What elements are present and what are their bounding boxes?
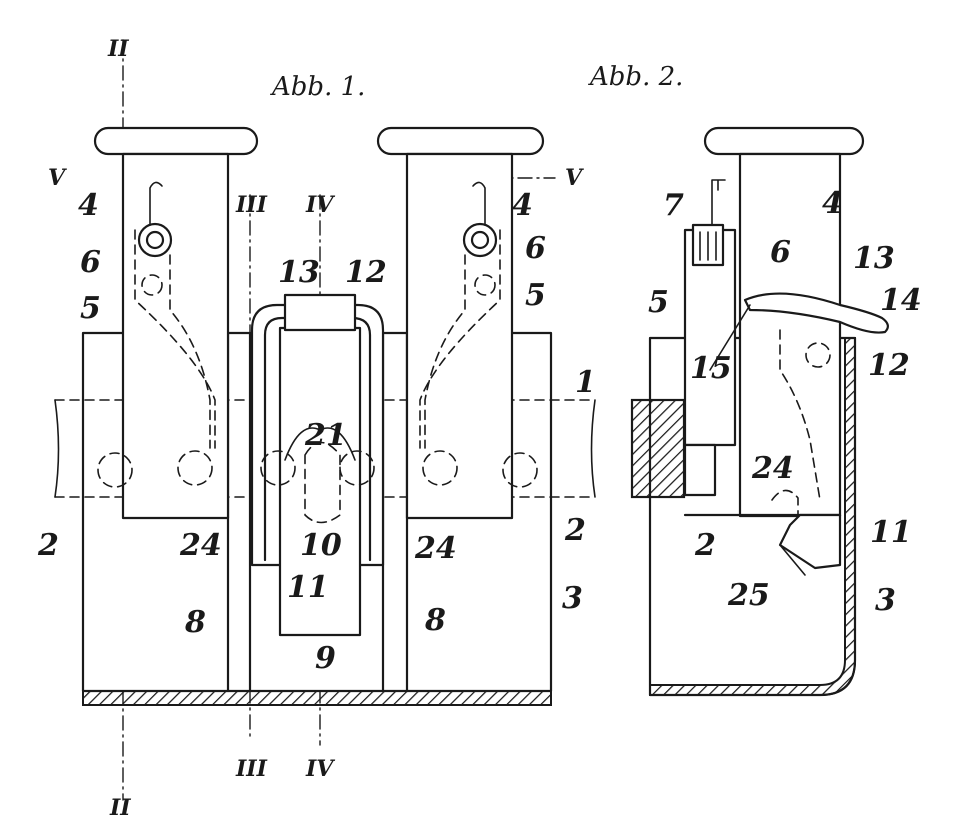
label-3-fig2: 3: [875, 583, 896, 618]
left-pivot-inner: [145, 230, 165, 250]
label-11-fig2: 11: [870, 515, 912, 550]
figure-2: Abb. 2. 7 6 5 15 4 13 14 12 24 2: [588, 62, 922, 697]
label-2-right: 2: [564, 513, 586, 548]
left-bolt-a: [97, 452, 133, 488]
right-contact-spring-outer: [419, 229, 501, 449]
right-contact-spring-inner: [424, 254, 466, 449]
side-spring-stem: [711, 179, 726, 226]
label-1: 1: [575, 365, 596, 400]
label-10: 10: [300, 528, 342, 563]
label-6-left: 6: [80, 245, 101, 280]
label-3-fig1: 3: [562, 581, 583, 616]
label-7: 7: [663, 188, 684, 223]
left-hook: [149, 181, 163, 226]
label-6-fig2: 6: [770, 235, 791, 270]
label-4-left: 4: [78, 188, 99, 223]
release-lever: [743, 292, 889, 334]
detent-ball-right: [339, 450, 375, 486]
side-spring-coil: [699, 231, 717, 261]
right-pivot-inner: [470, 230, 490, 250]
latch-head: [283, 293, 357, 332]
label-IV-top: IV: [305, 192, 335, 218]
rail-break-left: [54, 399, 60, 498]
figure-1: Abb. 1.: [37, 36, 596, 821]
label-5-fig2: 5: [648, 285, 669, 320]
label-24-right: 24: [414, 531, 457, 566]
label-14: 14: [880, 283, 922, 318]
label-2-fig2: 2: [694, 528, 716, 563]
label-V-right: V: [565, 165, 584, 191]
label-IV-bottom: IV: [305, 756, 335, 782]
label-24-left: 24: [179, 528, 222, 563]
label-8-right: 8: [424, 603, 446, 638]
left-contact-spring-inner: [169, 254, 211, 449]
right-plug-body: [405, 152, 514, 520]
right-hook: [472, 181, 486, 226]
figure-2-caption: Abb. 2.: [588, 62, 683, 92]
side-catch-25: [779, 544, 806, 576]
left-pivot: [137, 222, 173, 258]
side-contact-base: [683, 443, 717, 497]
rail-section: [630, 398, 686, 499]
label-2-left: 2: [37, 528, 59, 563]
left-plug-body: [121, 152, 230, 520]
label-5-right: 5: [525, 278, 546, 313]
latch-window: [304, 441, 341, 524]
left-bolt-b: [177, 450, 213, 486]
label-24-fig2: 24: [751, 451, 794, 486]
label-25: 25: [727, 578, 770, 613]
detent-ball-left: [260, 450, 296, 486]
label-15: 15: [690, 351, 732, 386]
label-11-fig1: 11: [287, 570, 329, 605]
side-pivot-12: [805, 342, 831, 368]
side-plug-handle: [703, 126, 865, 156]
housing-side-hatch: [649, 337, 856, 696]
label-13: 13: [278, 255, 320, 290]
label-12-fig1: 12: [345, 255, 387, 290]
label-V-left: V: [48, 165, 67, 191]
right-pivot: [462, 222, 498, 258]
side-catch-11: [778, 513, 842, 570]
figure-1-caption: Abb. 1.: [270, 72, 365, 102]
label-12-fig2: 12: [868, 348, 910, 383]
lever-arm-15: [709, 304, 751, 371]
left-plug-handle: [93, 126, 259, 156]
left-hole-6: [141, 274, 163, 296]
label-II-top: II: [107, 36, 129, 62]
label-4-right: 4: [512, 188, 533, 223]
right-plug-handle: [376, 126, 545, 156]
label-21: 21: [304, 418, 347, 453]
base-plate: [82, 690, 552, 706]
right-hole-6: [474, 274, 496, 296]
label-9: 9: [315, 641, 336, 676]
side-latch-outline: [779, 329, 821, 501]
side-plug-body: [738, 152, 842, 518]
left-contact-spring-outer: [134, 229, 216, 449]
label-13-fig2: 13: [853, 241, 895, 276]
side-detent-24: [771, 489, 799, 516]
label-8-left: 8: [184, 605, 206, 640]
label-5-left: 5: [80, 291, 101, 326]
right-bolt-a: [422, 450, 458, 486]
label-6-right: 6: [525, 231, 546, 266]
label-II-bottom: II: [109, 795, 131, 821]
rail-break-right: [590, 399, 596, 498]
right-bolt-b: [502, 452, 538, 488]
label-4-fig2: 4: [822, 186, 843, 221]
label-III-top: III: [235, 192, 268, 218]
label-III-bottom: III: [235, 756, 268, 782]
